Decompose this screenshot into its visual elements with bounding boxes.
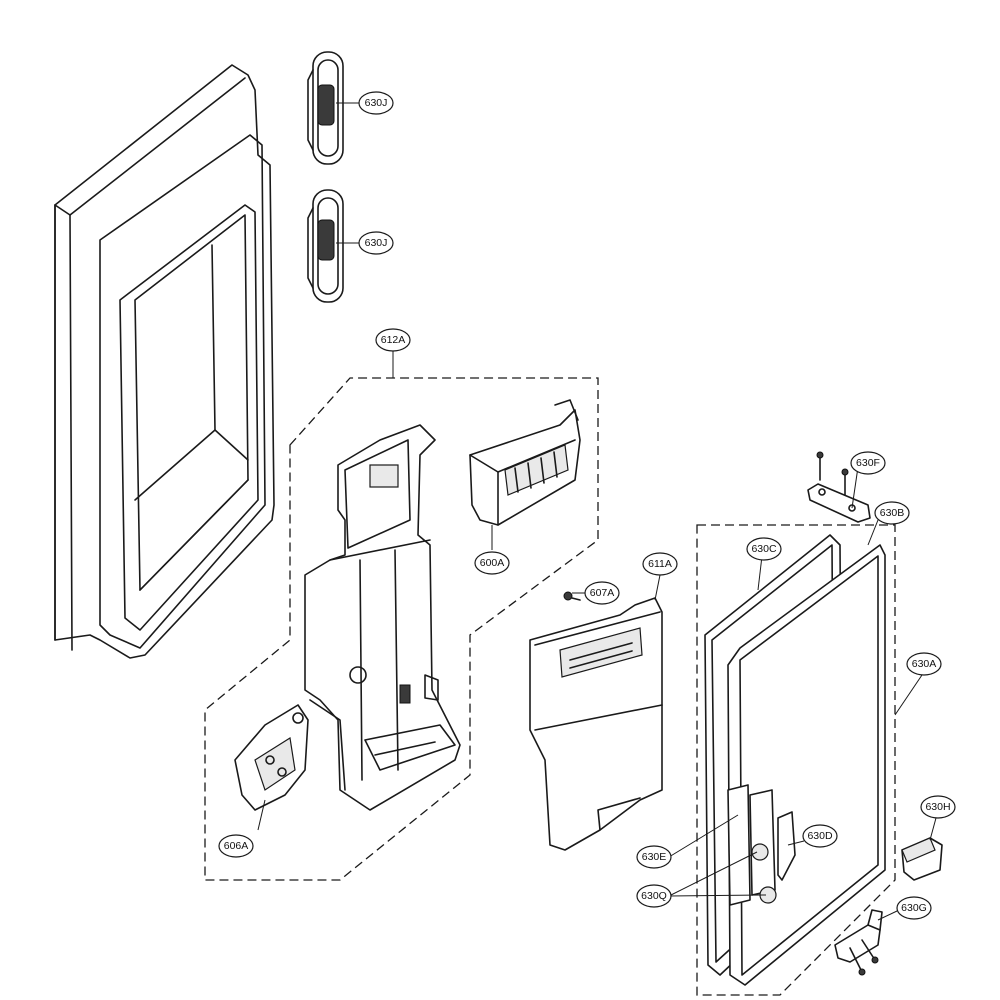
callout-611a: 611A	[642, 552, 678, 576]
ice-maker	[469, 399, 581, 526]
handle-cap-upper	[307, 51, 344, 165]
callout-label: 607A	[590, 587, 615, 599]
assembly-boundary-630a	[696, 524, 896, 996]
hinge-cap	[901, 837, 943, 881]
callout-630f: 630F	[850, 451, 886, 475]
door-panel	[54, 64, 275, 659]
handle-cap-lower	[307, 189, 344, 303]
callout-600a: 600A	[474, 551, 510, 575]
callout-630g: 630G	[896, 896, 932, 920]
callout-607a: 607A	[584, 581, 620, 605]
callout-630h: 630H	[920, 795, 956, 819]
lower-hinge-bracket	[834, 909, 883, 976]
callout-label: 600A	[480, 557, 505, 569]
dispenser-housing	[304, 424, 461, 811]
callout-label: 630B	[880, 507, 905, 519]
assembly-boundary-612a	[204, 377, 599, 881]
callout-630a: 630A	[906, 652, 942, 676]
callout-label: 630F	[856, 457, 880, 469]
callout-label: 630G	[901, 902, 927, 914]
callout-630e: 630E	[636, 845, 672, 869]
callout-612a: 612A	[375, 328, 411, 352]
callout-label: 630E	[642, 851, 667, 863]
leader-lines	[257, 102, 937, 921]
callout-label: 630H	[925, 801, 950, 813]
callout-label: 630Q	[641, 890, 667, 902]
dispenser-lever	[234, 704, 309, 811]
callout-label: 612A	[381, 334, 406, 346]
callout-630q: 630Q	[636, 884, 672, 908]
dispenser-cover	[529, 597, 663, 851]
callout-630c: 630C	[746, 537, 782, 561]
callout-label: 611A	[648, 558, 672, 570]
callout-label: 630A	[912, 658, 937, 670]
callout-label: 606A	[224, 840, 249, 852]
callout-630j-upper: 630J	[358, 91, 394, 115]
callout-630b: 630B	[874, 501, 910, 525]
callout-label: 630J	[365, 97, 388, 109]
callout-606a: 606A	[218, 834, 254, 858]
callout-630d: 630D	[802, 824, 838, 848]
screw-607a	[563, 591, 581, 601]
hinge-bracket	[807, 451, 871, 523]
callout-630j-lower: 630J	[358, 231, 394, 255]
callout-label: 630J	[365, 237, 388, 249]
callout-label: 630C	[751, 543, 777, 555]
callout-label: 630D	[807, 830, 833, 842]
door-latch	[727, 784, 796, 906]
